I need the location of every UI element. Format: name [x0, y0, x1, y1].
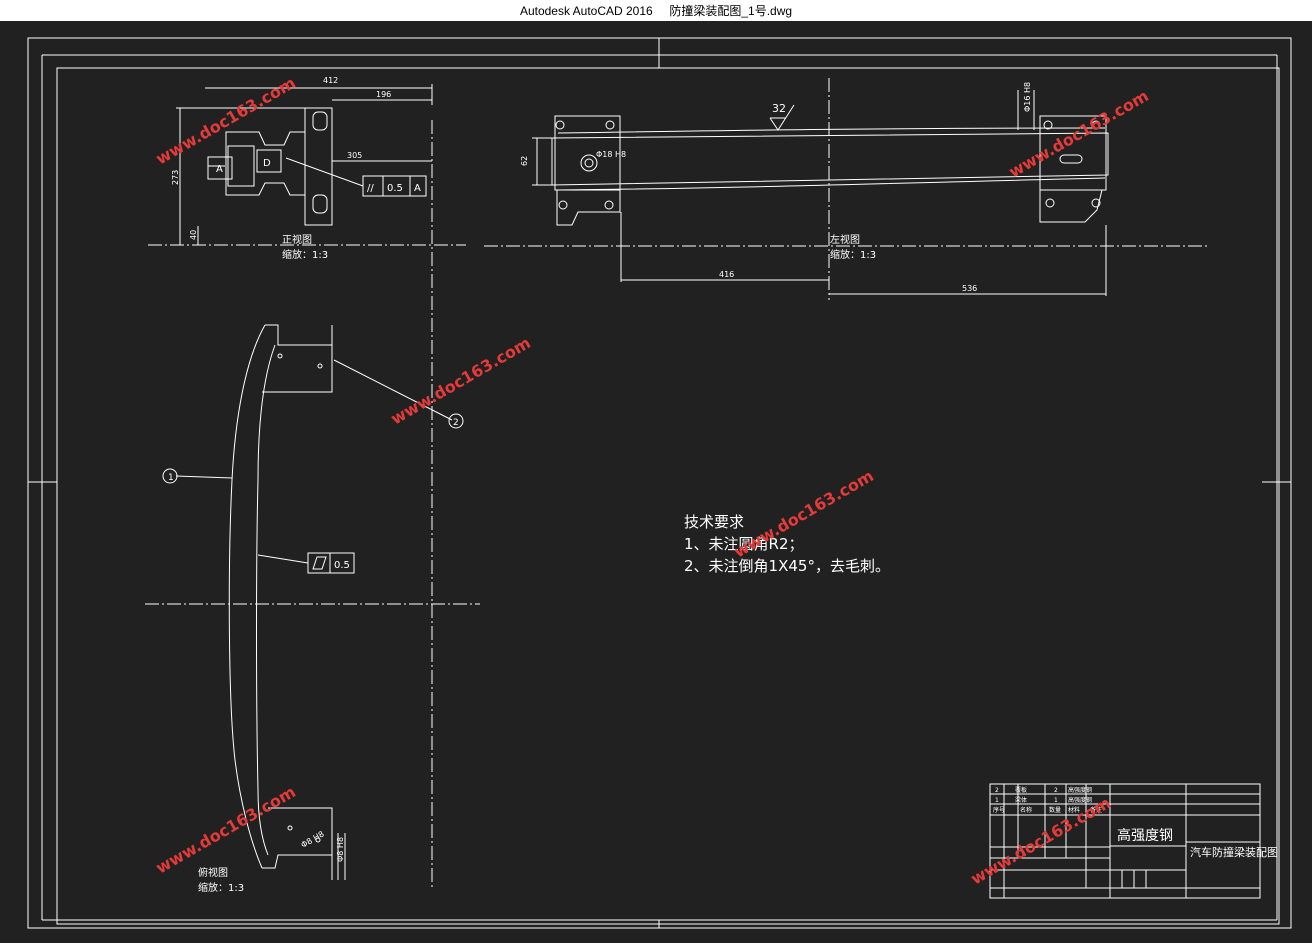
dim-416: 416 — [719, 270, 734, 279]
roughness-value: 32 — [772, 102, 786, 115]
svg-text:名称: 名称 — [1020, 806, 1032, 814]
svg-text:高强度钢: 高强度钢 — [1068, 796, 1092, 804]
datum-d: D — [263, 158, 271, 169]
top-view-scale: 缩放：1:3 — [198, 881, 244, 894]
dim-62: 62 — [520, 156, 529, 166]
drawing-canvas[interactable]: 412 196 305 273 40 A D // 0.5 A 正视图 缩放：1… — [0, 21, 1312, 939]
dim-412: 412 — [323, 76, 338, 85]
left-view-name: 左视图 — [830, 233, 860, 246]
svg-text:2: 2 — [1054, 787, 1058, 794]
tol-parallel-ref: A — [414, 183, 421, 194]
top-view-name: 俯视图 — [198, 866, 228, 879]
left-view-scale: 缩放：1:3 — [830, 248, 876, 261]
svg-text:覆板: 覆板 — [1015, 786, 1027, 794]
window-title-bar: Autodesk AutoCAD 2016 防撞梁装配图_1号.dwg — [0, 0, 1312, 21]
svg-text:2: 2 — [995, 787, 999, 794]
watermark-text: www.doc163.com — [968, 793, 1114, 888]
left-view-hole: Φ18 H8 — [596, 150, 626, 159]
dim-phi16: Φ16 H8 — [1023, 82, 1032, 112]
dim-305: 305 — [347, 151, 362, 160]
front-view-scale: 缩放：1:3 — [282, 248, 328, 261]
svg-text:梁体: 梁体 — [1015, 796, 1027, 804]
flatness-value: 0.5 — [334, 560, 350, 571]
tol-parallel-value: 0.5 — [387, 183, 403, 194]
svg-text:备注: 备注 — [1090, 806, 1102, 814]
svg-text:数量: 数量 — [1049, 806, 1061, 814]
dim-196: 196 — [376, 90, 391, 99]
watermark-text: www.doc163.com — [388, 333, 534, 428]
tech-req-item-1: 1、未注圆角R2； — [684, 535, 804, 553]
dim-536: 536 — [962, 284, 977, 293]
datum-a: A — [216, 164, 223, 175]
front-view-name: 正视图 — [282, 233, 312, 246]
cad-drawing[interactable]: 412 196 305 273 40 A D // 0.5 A 正视图 缩放：1… — [0, 21, 1312, 939]
balloon-1: 1 — [168, 473, 174, 483]
tech-req-item-2: 2、未注倒角1X45°，去毛刺。 — [684, 557, 890, 575]
title-block-material: 高强度钢 — [1117, 827, 1173, 844]
front-view[interactable] — [176, 84, 433, 245]
dim-40: 40 — [189, 230, 198, 240]
window-title: Autodesk AutoCAD 2016 防撞梁装配图_1号.dwg — [519, 4, 793, 18]
sheet-frame — [27, 37, 1292, 929]
svg-text:1: 1 — [995, 797, 999, 804]
balloon-2: 2 — [453, 418, 459, 428]
top-view[interactable] — [162, 324, 464, 880]
dim-273: 273 — [171, 170, 180, 185]
watermark-text: www.doc163.com — [153, 782, 299, 877]
tol-parallel-symbol: // — [367, 183, 374, 194]
svg-text:序号: 序号 — [993, 806, 1005, 814]
title-block[interactable] — [989, 783, 1261, 899]
top-view-hole: Φ8 H8 — [300, 829, 326, 849]
center-lines — [145, 78, 1210, 888]
svg-text:高强度钢: 高强度钢 — [1068, 786, 1092, 794]
title-block-rows: 2 覆板 2 高强度钢 1 梁体 1 高强度钢 序号 名称 数量 材料 备注 — [993, 786, 1102, 814]
left-view[interactable] — [532, 90, 1109, 296]
title-block-drawing-title: 汽车防撞梁装配图 — [1190, 845, 1278, 859]
watermark-text: www.doc163.com — [731, 466, 877, 561]
svg-text:材料: 材料 — [1068, 806, 1080, 814]
dim-phi8: Φ8 H8 — [336, 837, 345, 862]
svg-text:1: 1 — [1054, 797, 1058, 804]
tech-req-title: 技术要求 — [684, 513, 744, 531]
